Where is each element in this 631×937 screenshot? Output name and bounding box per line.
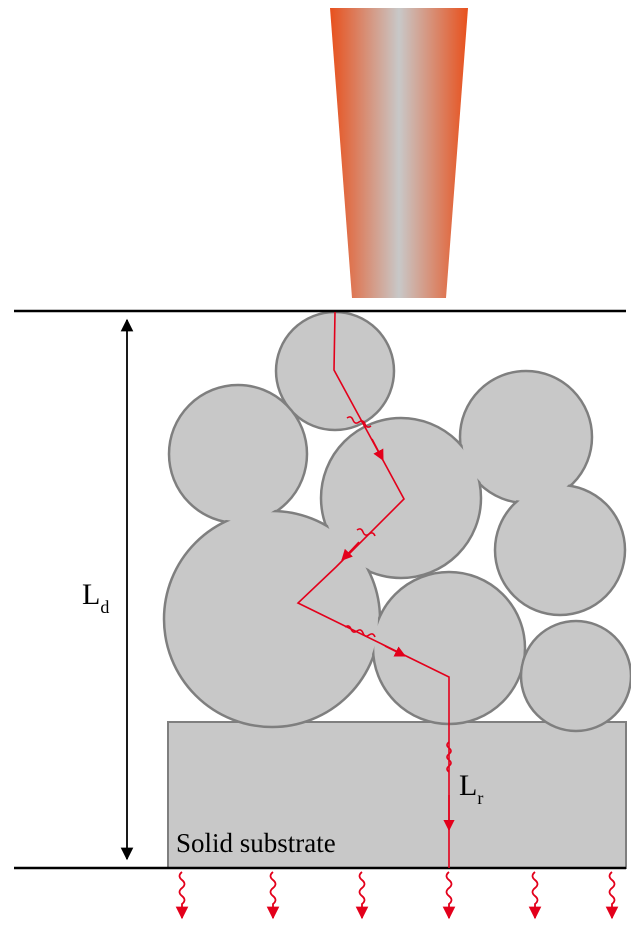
thickness-label: Ld (82, 578, 109, 617)
solid-substrate (167, 721, 627, 869)
laser-nozzle (330, 8, 468, 298)
ray-length-label: Lr (459, 769, 483, 808)
wavy-down-arrow-icon (442, 871, 456, 920)
wavy-down-arrow-icon (605, 871, 619, 920)
substrate-label: Solid substrate (176, 828, 336, 858)
wavy-down-arrow-icon (175, 871, 189, 920)
heat-flux-arrows (175, 871, 619, 920)
ray-path (296, 311, 455, 868)
wavy-down-arrow-icon (528, 871, 542, 920)
wavy-down-arrow-icon (355, 871, 369, 920)
wavy-down-arrow-icon (266, 871, 280, 920)
